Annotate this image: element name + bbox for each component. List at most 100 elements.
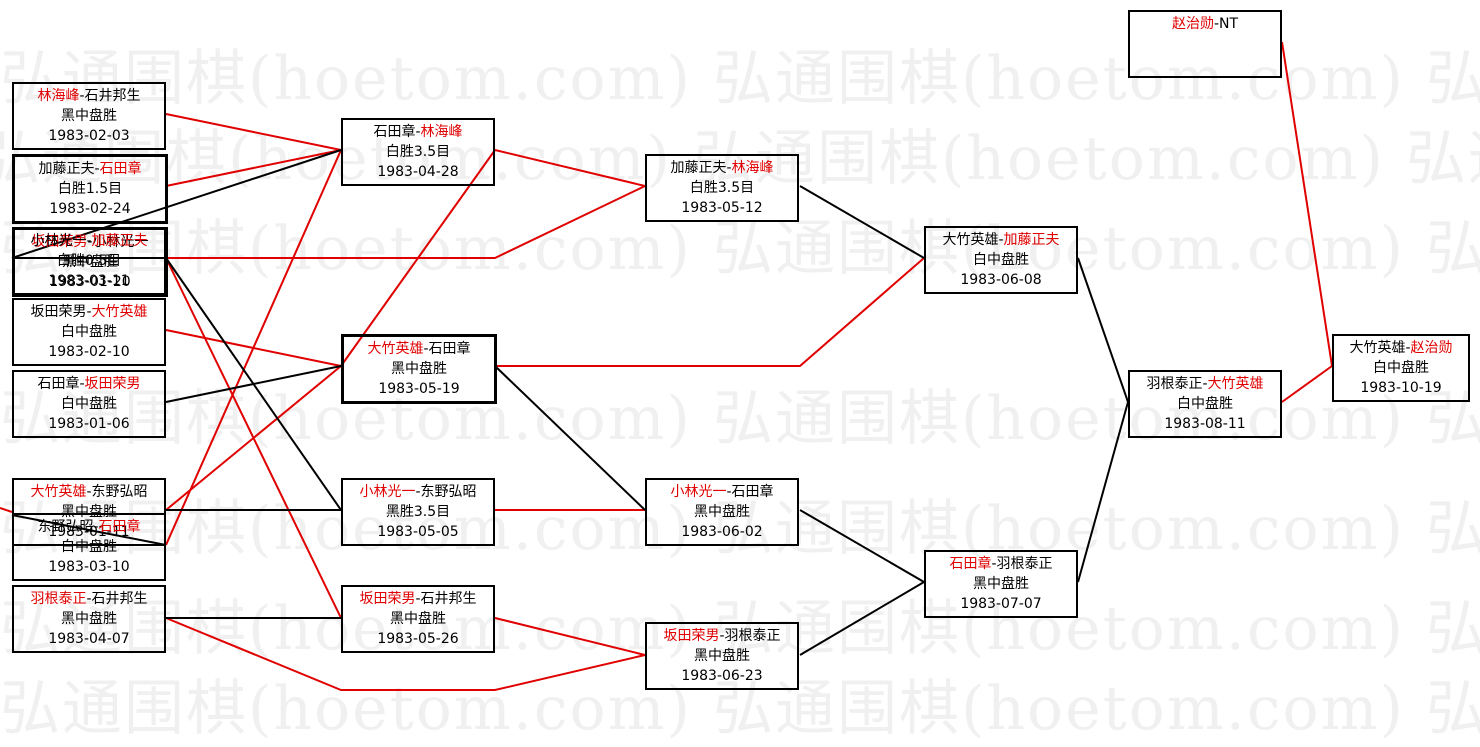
player-a: 小林光一: [30, 233, 87, 249]
game-players: 坂田荣男-羽根泰正: [663, 628, 781, 644]
bracket-line: [799, 185, 925, 259]
player-b: 小林光一: [92, 234, 149, 250]
bracket-line: [1077, 257, 1129, 403]
game-players: 大竹英雄-东野弘昭: [30, 484, 148, 500]
game-date: 1983-03-10: [48, 559, 130, 575]
game-result: 黑中盘胜: [390, 611, 446, 627]
game-players: 林海峰-石井邦生: [37, 88, 141, 104]
game-result: 黑中盘胜: [694, 504, 750, 520]
bracket-line: [495, 257, 925, 367]
game-result: 黑中盘胜: [694, 648, 750, 664]
game-result: 白中盘胜: [973, 252, 1029, 268]
game-box[interactable]: 小林光一-东野弘昭 黑胜3.5目 1983-05-05: [341, 478, 495, 546]
player-b: 石井邦生: [420, 591, 477, 607]
game-box[interactable]: 羽根泰正-石井邦生 黑中盘胜 1983-04-07: [12, 585, 166, 653]
game-result: 黑中盘胜: [61, 504, 117, 520]
game-result: 白中盘胜: [61, 396, 117, 412]
game-result: 黑中盘胜: [391, 361, 447, 377]
game-box[interactable]: 林海峰-石井邦生 黑中盘胜 1983-02-03: [12, 82, 166, 150]
bracket-line: [494, 365, 646, 511]
game-players: 赵治勋-NT: [1171, 16, 1239, 32]
player-a: 加藤正夫: [38, 161, 95, 177]
player-a: 石田章: [949, 556, 992, 572]
game-players: 石田章-坂田荣男: [37, 376, 141, 392]
game-result: 白中盘胜: [61, 324, 117, 340]
game-box[interactable]: 坂田荣男-羽根泰正 黑中盘胜 1983-06-23: [645, 622, 799, 690]
player-b: 石田章: [428, 341, 471, 357]
game-players: 大竹英雄-石田章: [367, 341, 471, 357]
game-result: 黑中盘胜: [973, 576, 1029, 592]
player-a: 坂田荣男: [30, 304, 87, 320]
game-result: 黑中盘胜: [62, 254, 118, 270]
game-box[interactable]: 坂田荣男-大竹英雄 白中盘胜 1983-02-10: [12, 298, 166, 366]
game-date: 1983-05-05: [377, 524, 459, 540]
game-box[interactable]: 东野弘昭-石田章 白中盘胜 1983-03-10: [12, 513, 166, 581]
game-date: 1983-04-28: [377, 164, 459, 180]
game-players: 坂田荣男-大竹英雄: [30, 304, 148, 320]
game-players: 小林光一-石田章: [670, 484, 774, 500]
game-date: 1983-06-23: [681, 668, 763, 684]
player-b: 东野弘昭: [420, 484, 477, 500]
game-players: 大竹英雄-加藤正夫: [942, 232, 1060, 248]
watermark: 弘通围棋(hoetom.com) 弘通围棋(hoetom.com) 弘通围棋(h…: [0, 594, 1480, 664]
game-box[interactable]: 坂田荣男-小林光一 黑中盘胜 1983-01-20: [12, 227, 168, 297]
watermark: 弘通围棋(hoetom.com) 弘通围棋(hoetom.com) 弘通围棋(h…: [0, 494, 1480, 564]
game-players: 石田章-羽根泰正: [949, 556, 1053, 572]
game-box[interactable]: 大竹英雄-加藤正夫 白中盘胜 1983-06-08: [924, 226, 1078, 294]
game-date: 1983-05-12: [681, 200, 763, 216]
game-result: 白胜0.5目: [56, 253, 122, 269]
player-b: 石田章: [98, 519, 141, 535]
game-players: 坂田荣男-小林光一: [31, 234, 149, 250]
game-box[interactable]: 石田章-羽根泰正 黑中盘胜 1983-07-07: [924, 550, 1078, 618]
game-players: 坂田荣男-石井邦生: [359, 591, 477, 607]
game-result: 白胜1.5目: [57, 181, 123, 197]
player-a: 大竹英雄: [1349, 340, 1406, 356]
game-date: 1983-08-11: [1164, 416, 1246, 432]
game-result: 黑中盘胜: [61, 108, 117, 124]
bracket-line: [165, 113, 342, 151]
watermark: 弘通围棋(hoetom.com) 弘通围棋(hoetom.com) 弘通围棋(h…: [0, 44, 1480, 114]
game-date: 1983-02-03: [48, 128, 130, 144]
game-box[interactable]: 小林光一-加藤正夫 白胜0.5目 1983-03-11: [12, 227, 166, 295]
game-box[interactable]: 赵治勋-NT: [1128, 10, 1282, 78]
player-b: 石田章: [731, 484, 774, 500]
game-date: 1983-01-20: [49, 274, 131, 290]
player-a: 坂田荣男: [359, 591, 416, 607]
game-box[interactable]: 大竹英雄-东野弘昭 黑中盘胜 1983-01-11: [12, 478, 166, 546]
watermark: 弘通围棋(hoetom.com) 弘通围棋(hoetom.com) 弘通围棋(h…: [0, 674, 1480, 744]
bracket-line: [11, 149, 342, 259]
player-b: NT: [1219, 16, 1239, 32]
game-date: 1983-07-07: [960, 596, 1042, 612]
game-result: 黑中盘胜: [61, 611, 117, 627]
game-players: 羽根泰正-石井邦生: [30, 591, 148, 607]
game-players: 大竹英雄-赵治勋: [1349, 340, 1453, 356]
game-box[interactable]: 加藤正夫-林海峰 白胜3.5目 1983-05-12: [645, 154, 799, 222]
player-b: 加藤正夫: [1003, 232, 1060, 248]
bracket-line: [11, 514, 167, 546]
game-players: 东野弘昭-石田章: [37, 519, 141, 535]
player-b: 石田章: [99, 161, 142, 177]
player-a: 大竹英雄: [367, 341, 424, 357]
bracket-line: [799, 581, 925, 656]
game-box[interactable]: 大竹英雄-石田章 黑中盘胜 1983-05-19: [341, 334, 497, 404]
player-b: 羽根泰正: [724, 628, 781, 644]
game-box[interactable]: 羽根泰正-大竹英雄 白中盘胜 1983-08-11: [1128, 370, 1282, 438]
game-box[interactable]: 石田章-坂田荣男 白中盘胜 1983-01-06: [12, 370, 166, 438]
game-box[interactable]: 小林光一-石田章 黑中盘胜 1983-06-02: [645, 478, 799, 546]
player-b: 石井邦生: [84, 88, 141, 104]
game-result: 白中盘胜: [1177, 396, 1233, 412]
player-b: 东野弘昭: [91, 484, 148, 500]
player-b: 羽根泰正: [996, 556, 1053, 572]
game-box[interactable]: 大竹英雄-赵治勋 白中盘胜 1983-10-19: [1332, 334, 1470, 402]
game-players: 小林光一-东野弘昭: [359, 484, 477, 500]
game-box[interactable]: 加藤正夫-石田章 白胜1.5目 1983-02-24: [12, 154, 168, 224]
player-a: 坂田荣男: [663, 628, 720, 644]
game-box[interactable]: 坂田荣男-石井邦生 黑中盘胜 1983-05-26: [341, 585, 495, 653]
game-box[interactable]: 石田章-林海峰 白胜3.5目 1983-04-28: [341, 118, 495, 186]
game-result: 白胜3.5目: [689, 180, 755, 196]
player-b: 坂田荣男: [84, 376, 141, 392]
player-a: 林海峰: [37, 88, 80, 104]
game-date: 1983-06-02: [681, 524, 763, 540]
game-date: 1983-04-07: [48, 631, 130, 647]
